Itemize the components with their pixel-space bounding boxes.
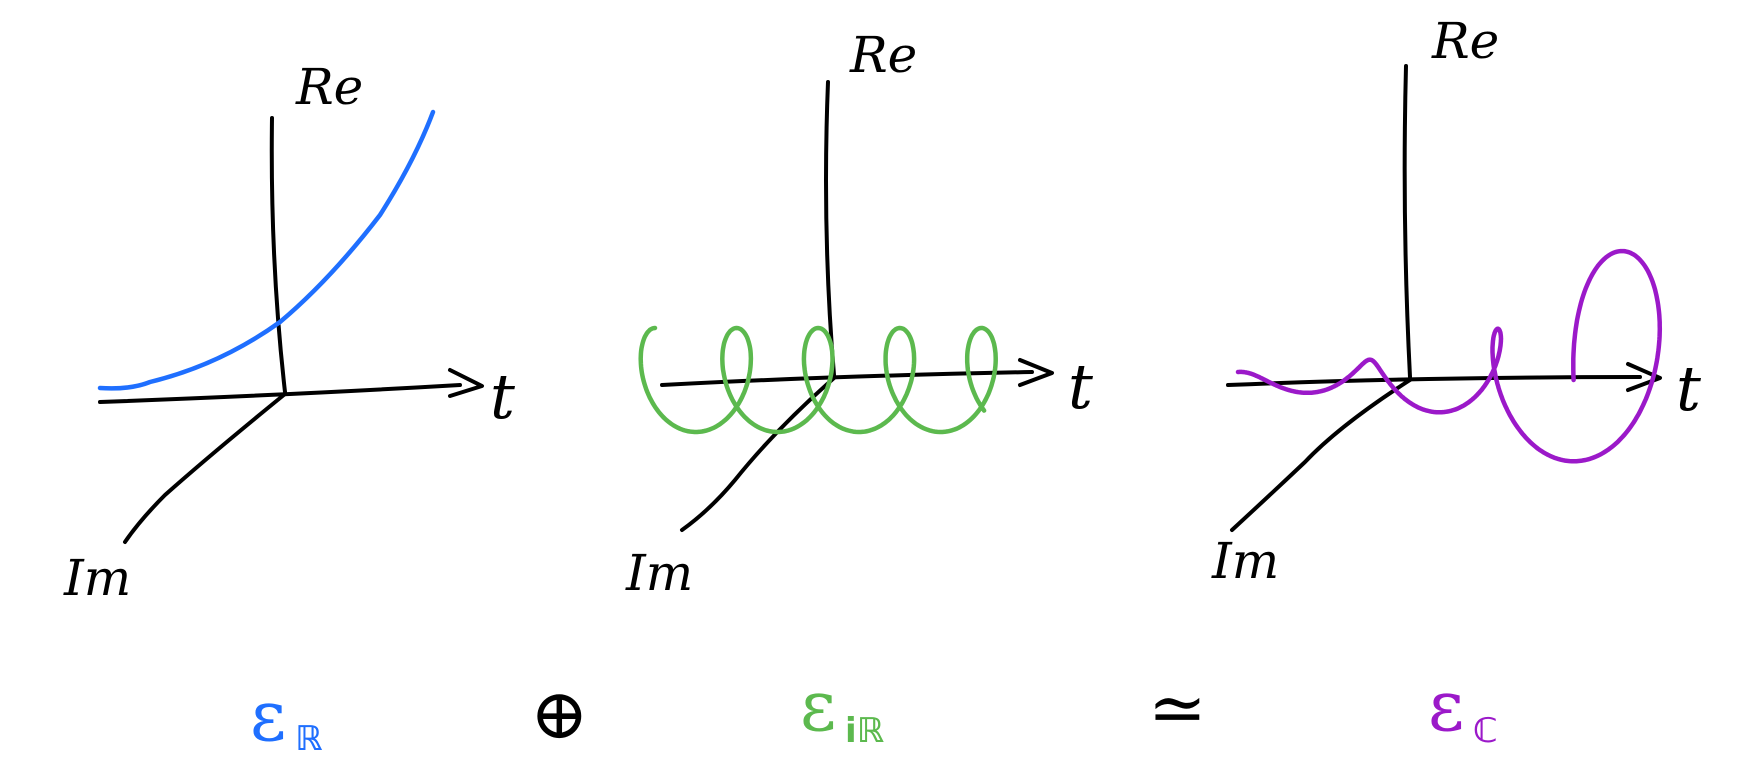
subscript-complex: ℂ <box>1473 711 1498 751</box>
t-axis-arrowhead <box>1626 362 1662 392</box>
direct-sum-operator: ⊕ <box>530 673 589 755</box>
re-label: Re <box>1431 12 1499 70</box>
term-complex: ε ℂ <box>1428 665 1498 751</box>
re-axis <box>1402 64 1412 379</box>
t-label: t <box>1676 352 1701 425</box>
re-axis <box>824 80 836 377</box>
re-label: Re <box>295 58 363 116</box>
isomorphism-operator: ≃ <box>1148 667 1207 749</box>
term-imaginary: ε iℝ <box>800 665 884 751</box>
t-axis-arrowhead <box>448 368 484 398</box>
panel-real: Re Im t <box>63 58 515 607</box>
epsilon-symbol: ε <box>250 675 286 757</box>
t-axis <box>1226 375 1642 387</box>
panel-imaginary: Re Im t <box>625 26 1093 602</box>
im-axis <box>123 392 287 544</box>
im-label: Im <box>1211 532 1279 590</box>
im-axis <box>1230 378 1412 532</box>
epsilon-symbol: ε <box>800 665 836 747</box>
epsilon-symbol: ε <box>1428 665 1464 747</box>
re-label: Re <box>849 26 917 84</box>
im-axis <box>680 376 836 532</box>
imaginary-helix-curve <box>638 325 998 435</box>
equation: ε ℝ ⊕ ε iℝ ≃ ε ℂ <box>250 665 1498 759</box>
re-axis <box>269 116 287 394</box>
real-exponential-curve <box>97 109 436 391</box>
subscript-real: ℝ <box>295 719 322 759</box>
term-real: ε ℝ <box>250 675 322 759</box>
t-axis <box>660 370 1034 387</box>
im-label: Im <box>625 544 693 602</box>
complex-growing-helix-curve <box>1235 248 1663 464</box>
panel-complex: Re Im t <box>1211 12 1701 590</box>
subscript-imaginary: iℝ <box>845 711 884 751</box>
t-label: t <box>490 360 515 433</box>
t-label: t <box>1068 350 1093 423</box>
t-axis-arrowhead <box>1018 358 1054 387</box>
im-label: Im <box>63 549 131 607</box>
